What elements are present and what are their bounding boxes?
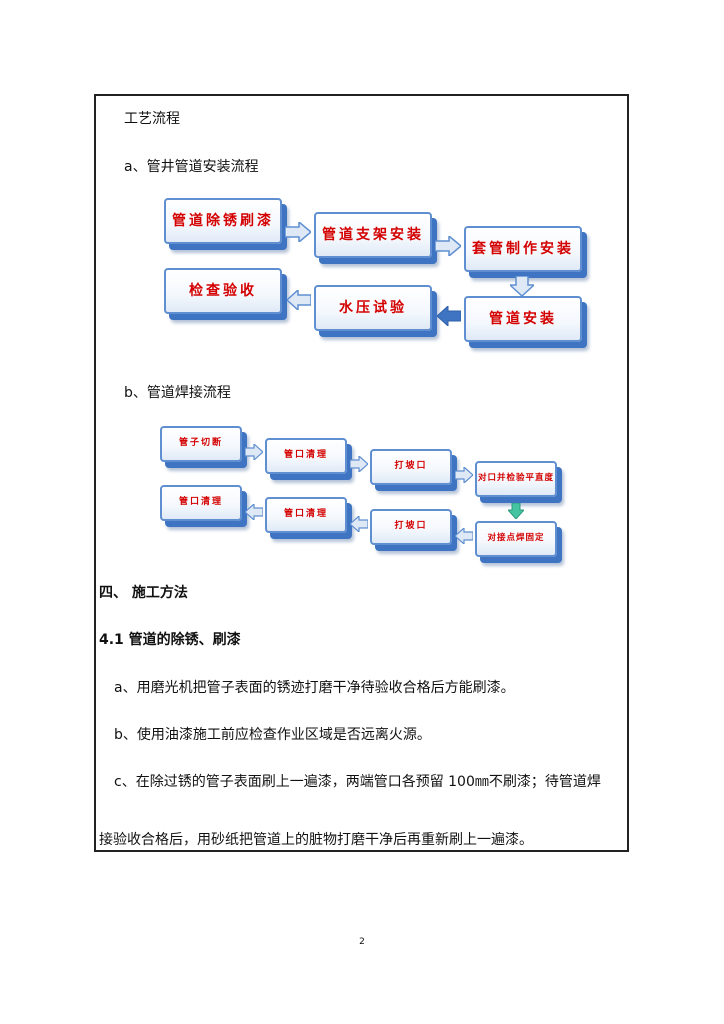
subsection-b-title: b、管道焊接流程 (124, 385, 231, 401)
flow-a-arrow-right-2 (435, 236, 461, 256)
flow-b-arrow-right-1 (245, 444, 263, 460)
flow-a-arrow-left-2 (287, 290, 311, 310)
flow-a-step-derust: 管道除锈刷漆 (164, 198, 282, 244)
paragraph-c-line1: c、在除过锈的管子表面刷上一遍漆，两端管口各预留 100㎜不刷漆；待管道焊 (114, 774, 601, 790)
flow-a-step-pipe-install: 管道安装 (464, 296, 582, 342)
flow-a-arrow-right-1 (285, 222, 311, 242)
flow-a-step-inspect: 检查验收 (164, 268, 282, 314)
paragraph-a: a、用磨光机把管子表面的锈迹打磨干净待验收合格后方能刷漆。 (114, 680, 515, 696)
heading-section-4: 四、 施工方法 (99, 585, 188, 601)
paragraph-c-line2: 接验收合格后，用砂纸把管道上的脏物打磨干净后再重新刷上一遍漆。 (99, 832, 533, 848)
subsection-a-title: a、管井管道安装流程 (124, 159, 259, 175)
flow-a-step-support: 管道支架安装 (314, 212, 432, 258)
flow-b-step-clean-3: 管口清理 (160, 485, 242, 521)
flow-b-step-clean-1: 管口清理 (265, 438, 347, 474)
page-number: 2 (359, 937, 365, 947)
flow-b-step-cut: 管子切断 (160, 426, 242, 462)
flow-b-arrow-left-3 (245, 504, 263, 520)
flow-b-arrow-left-1 (455, 528, 473, 544)
content-frame (94, 94, 629, 852)
flow-b-step-bevel-1: 打坡口 (370, 449, 452, 485)
flow-b-step-clean-2: 管口清理 (265, 497, 347, 533)
flow-b-step-tack-weld: 对接点焊固定 (475, 521, 557, 557)
flow-b-arrow-down (508, 503, 524, 519)
flow-b-step-align-check: 对口并检验平直度 (475, 461, 557, 497)
paragraph-b: b、使用油漆施工前应检查作业区域是否远离火源。 (114, 727, 431, 743)
flow-a-step-sleeve: 套管制作安装 (464, 226, 582, 272)
flow-a-arrow-down (510, 276, 534, 296)
flow-b-arrow-right-3 (455, 467, 473, 483)
flow-b-step-bevel-2: 打坡口 (370, 509, 452, 545)
flow-a-step-pressure-test: 水压试验 (314, 285, 432, 331)
section-title: 工艺流程 (124, 111, 180, 127)
flow-b-arrow-left-2 (350, 516, 368, 532)
heading-section-4-1: 4.1 管道的除锈、刷漆 (99, 632, 241, 648)
flow-a-arrow-left-1 (437, 306, 461, 326)
flow-b-arrow-right-2 (350, 456, 368, 472)
